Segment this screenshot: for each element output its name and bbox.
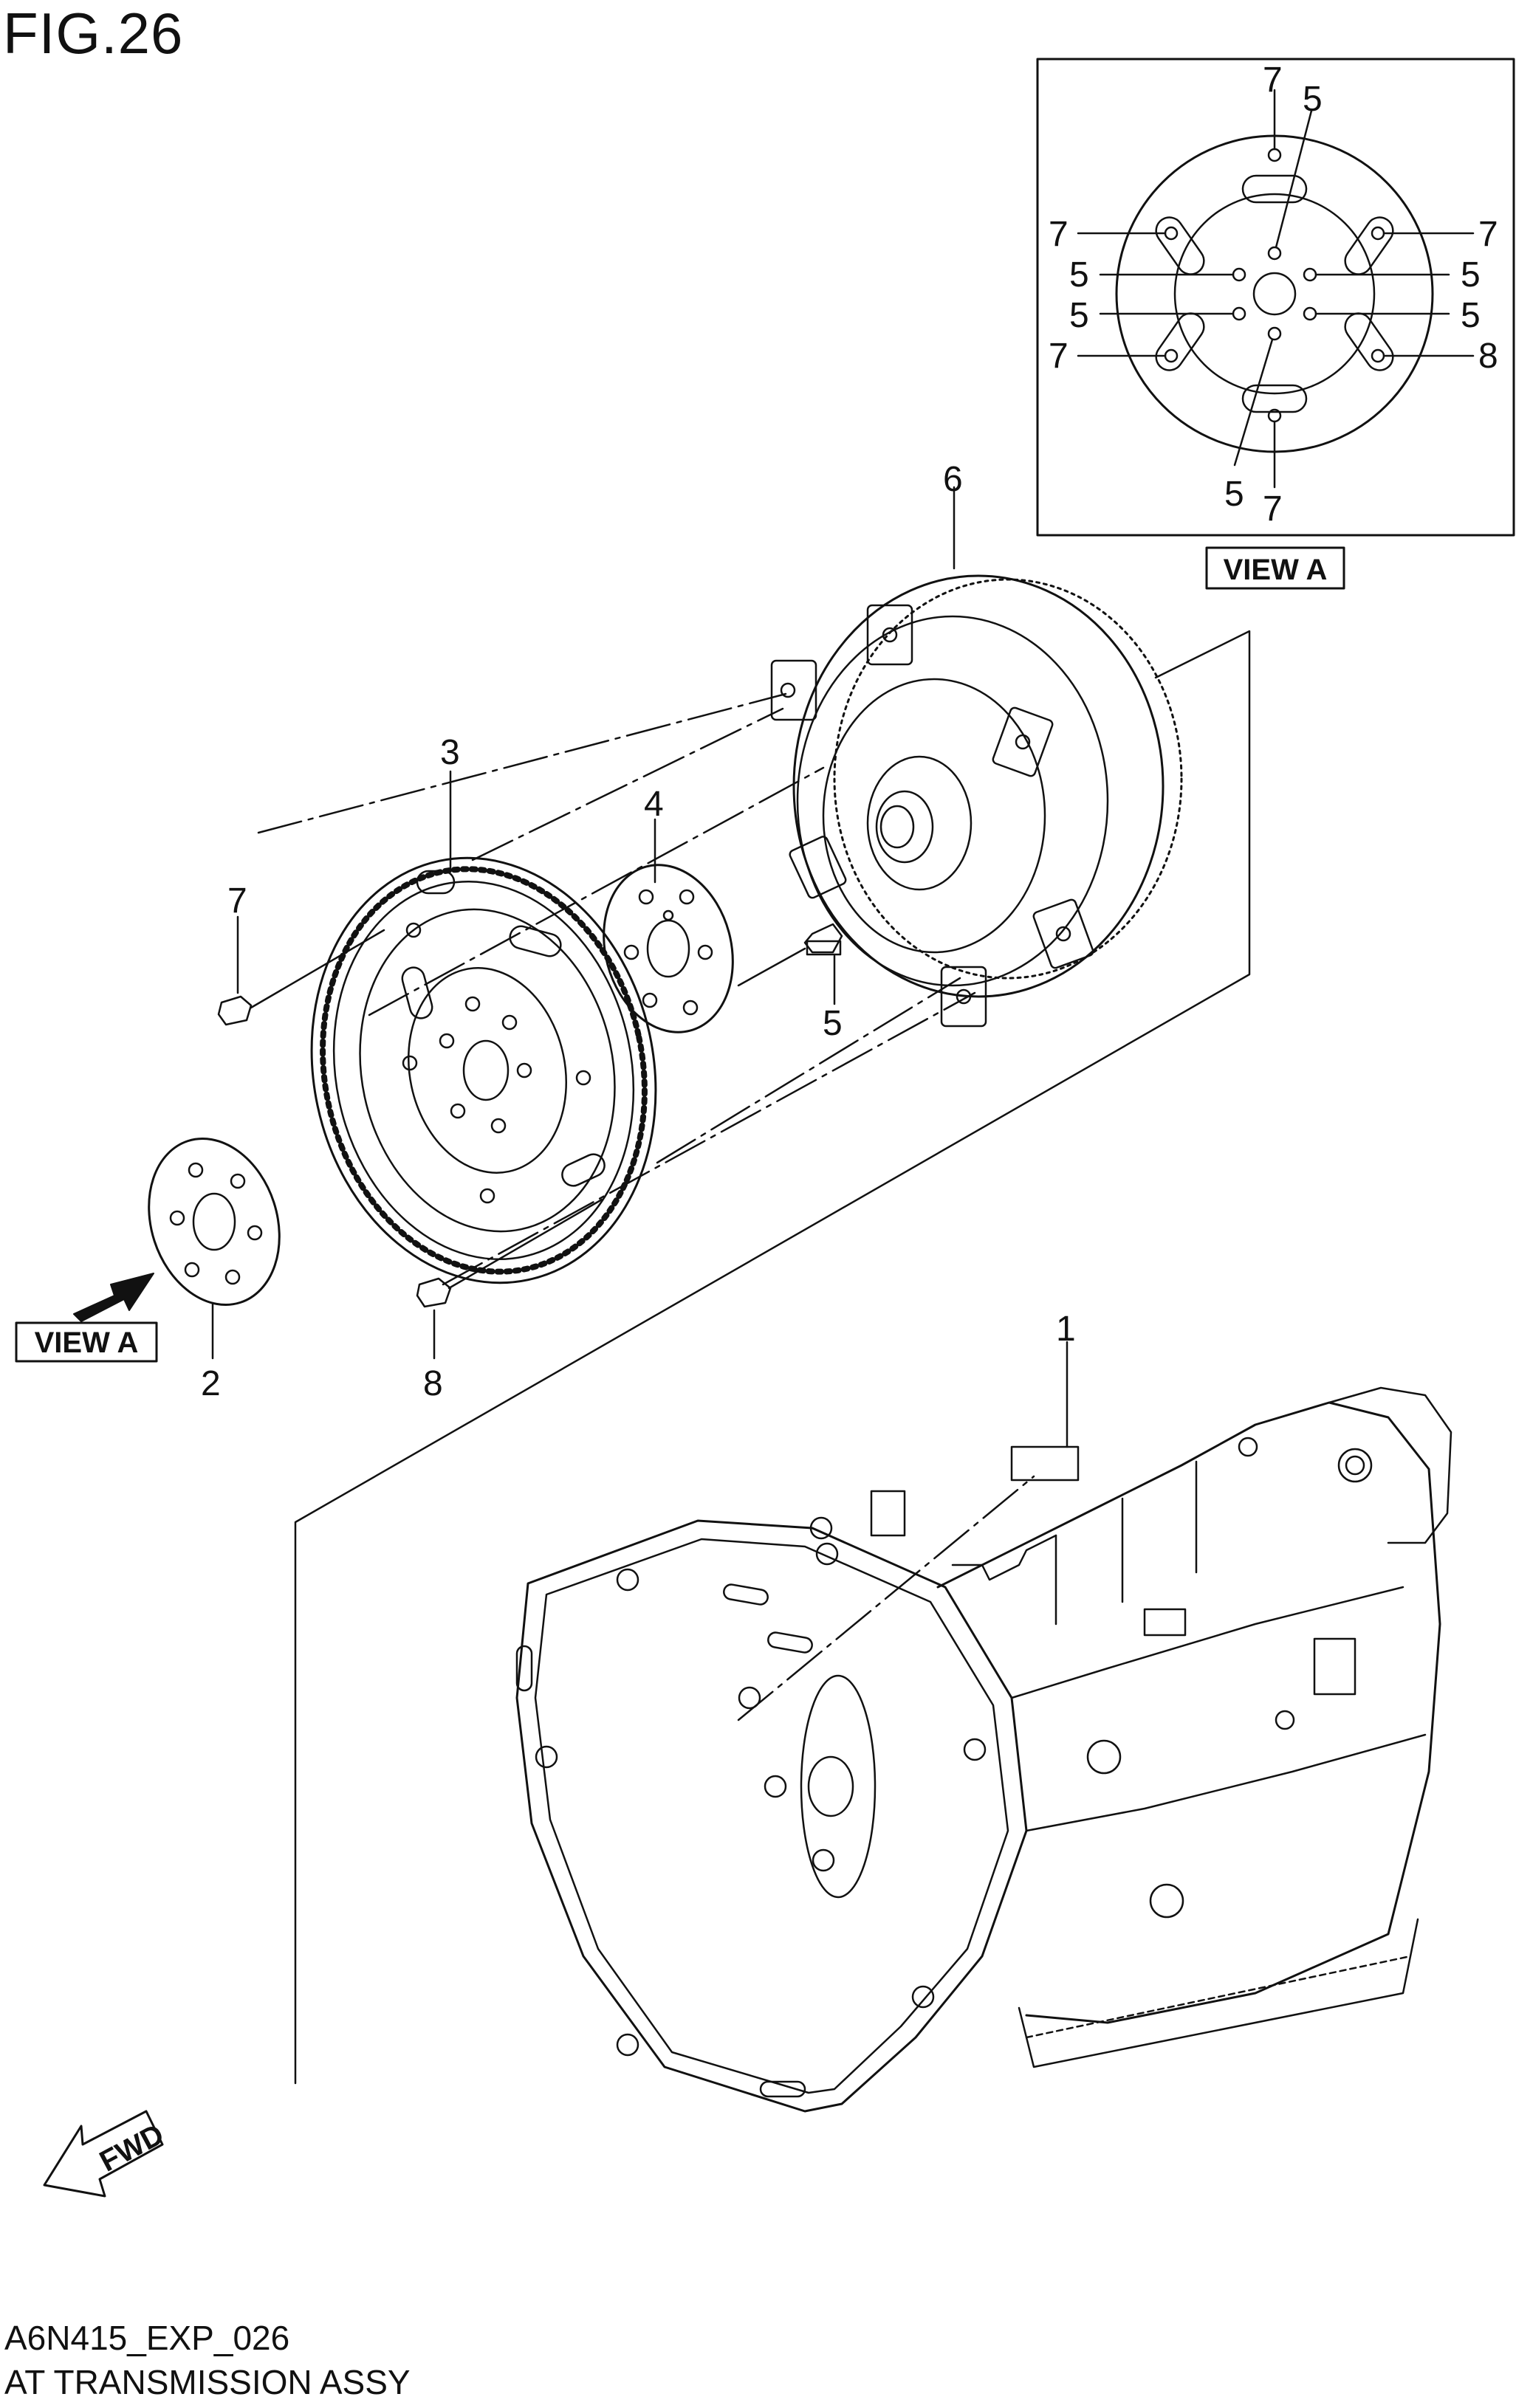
view-a-callout: 7: [1049, 215, 1069, 254]
fwd-label: FWD: [95, 2118, 169, 2178]
callout-7: 7: [227, 881, 247, 921]
view-a-callout: 5: [1069, 296, 1089, 335]
view-a-callout: 5: [1461, 296, 1481, 335]
fwd-arrow: FWD: [43, 2110, 169, 2198]
flywheel-ring-gear: [310, 856, 657, 1284]
view-a-callout: 7: [1049, 337, 1069, 376]
bolt-7: [217, 915, 385, 1026]
view-a-callout: 7: [1263, 61, 1283, 100]
torque-converter: [770, 574, 1183, 1028]
view-a-callout: 5: [1224, 475, 1244, 514]
callout-1: 1: [1056, 1310, 1076, 1349]
view-a-callout: 5: [1069, 255, 1089, 295]
view-a-label-text: VIEW A: [1224, 554, 1328, 586]
bolt-5: [737, 923, 843, 1005]
callout-2: 2: [201, 1364, 221, 1403]
plate-4: [603, 864, 734, 1033]
view-a-callout: 5: [1461, 255, 1481, 295]
view-a-callout: 8: [1478, 337, 1498, 376]
callout-6: 6: [943, 460, 963, 499]
view-a-pointer: VIEW A: [15, 1273, 158, 1363]
assembly-boundary: [257, 630, 1251, 2085]
figure-title: FIG.26: [3, 1, 184, 66]
view-a-callout: 7: [1478, 215, 1498, 254]
callouts: 1 2 3 4 5 6 7 8: [201, 460, 1076, 1403]
view-a-inset: [1036, 58, 1515, 537]
view-a-callouts: 7 5 7 7 5 5 5 5 7 8 5 7: [1049, 61, 1498, 529]
view-a-label: VIEW A: [1205, 546, 1345, 590]
plate-2: [148, 1138, 281, 1360]
view-a-callout: 7: [1263, 489, 1283, 529]
view-a-pointer-text: VIEW A: [35, 1327, 139, 1359]
transmission-case: [515, 1341, 1452, 2113]
figure-code: A6N415_EXP_026: [4, 2319, 290, 2357]
callout-3: 3: [440, 733, 460, 772]
callout-5: 5: [823, 1004, 843, 1043]
view-a-callout: 5: [1303, 80, 1323, 119]
figure-name: AT TRANSMISSION ASSY: [4, 2363, 411, 2401]
callout-4: 4: [644, 785, 664, 824]
bolt-8: [416, 1198, 603, 1360]
callout-8: 8: [423, 1364, 443, 1403]
